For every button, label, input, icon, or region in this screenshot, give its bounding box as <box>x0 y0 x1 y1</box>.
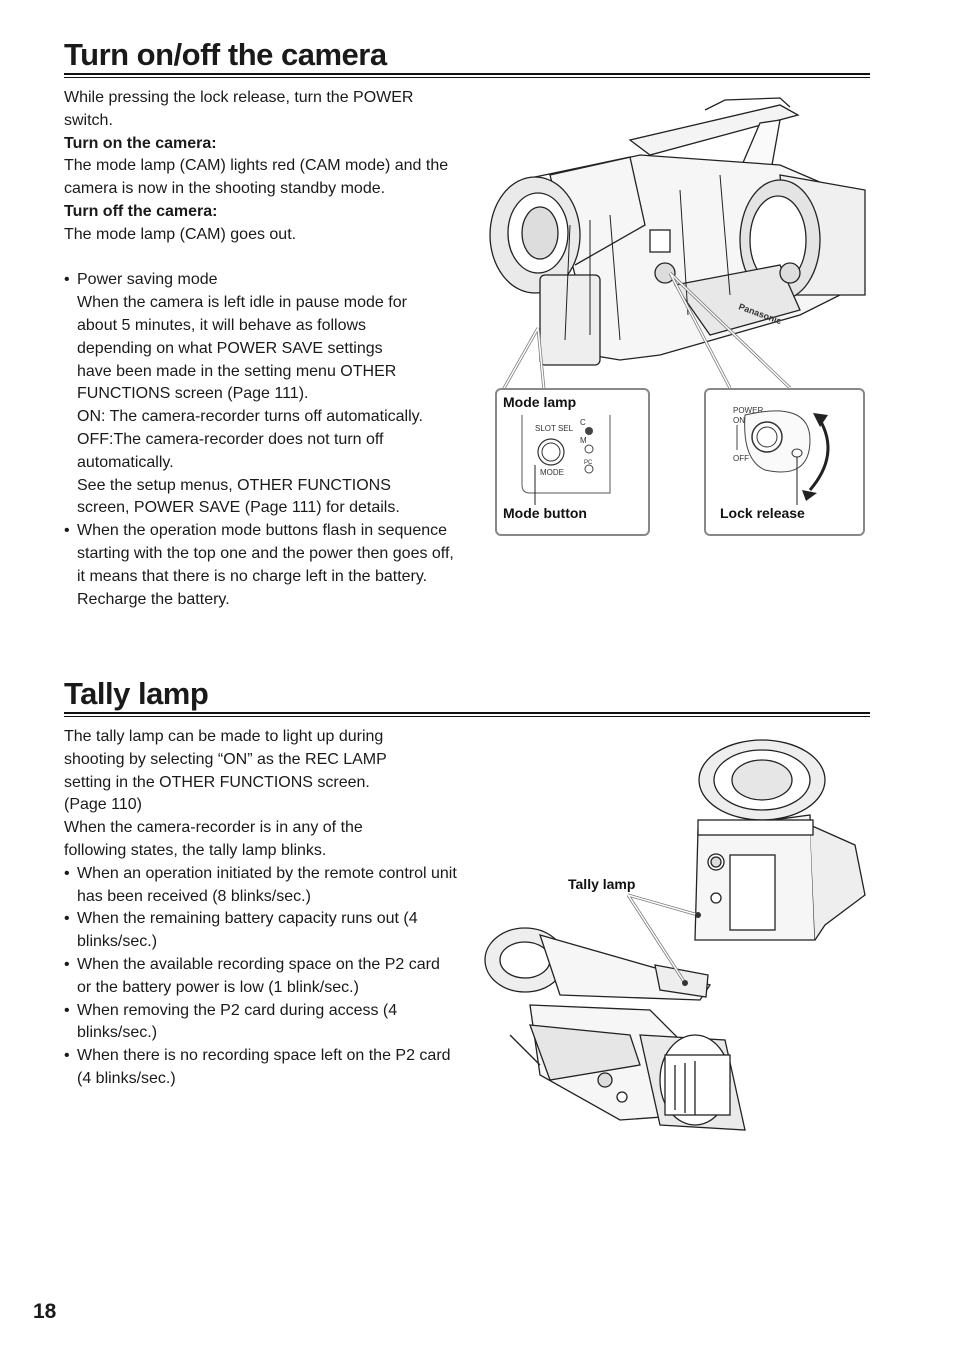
turn-off-heading: Turn off the camera: <box>64 202 218 220</box>
turn-on-heading: Turn on the camera: <box>64 134 217 152</box>
rotate-arrow-icon <box>808 419 830 491</box>
power-saving-title: Power saving mode <box>64 269 459 292</box>
tally-lamp-rear-icon <box>695 912 701 918</box>
camera-power-figure: Panasonic Mode lamp SLOT SEL C M PC MODE… <box>489 97 866 536</box>
power-saving-see: See the setup menus, OTHER FUNCTIONS scr… <box>77 476 400 517</box>
pc-lamp-icon <box>584 464 594 474</box>
tally-title-rule-thin <box>64 716 870 717</box>
tally-bullet-4: When removing the P2 card during access … <box>64 1000 452 1046</box>
turn-off-text: The mode lamp (CAM) goes out. <box>64 225 297 243</box>
title-rule-thin <box>64 77 870 78</box>
section-title-tally: Tally lamp <box>64 676 209 711</box>
mcr-lamp-icon <box>584 444 594 454</box>
tally-bullet-5: When there is no recording space left on… <box>64 1045 462 1091</box>
slot-sel-text: SLOT SEL <box>535 424 574 433</box>
off-text: OFF <box>733 454 749 463</box>
tally-lamp-label: Tally lamp <box>568 876 635 892</box>
on-text: ON <box>733 416 745 425</box>
power-saving-off: OFF:The camera-recorder does not turn of… <box>77 430 384 471</box>
tally-bullet-3: When the available recording space on th… <box>64 954 452 1000</box>
cam-text: C <box>580 418 586 427</box>
tally-states: When the camera-recorder is in any of th… <box>64 819 363 859</box>
section-title-power: Turn on/off the camera <box>64 37 387 72</box>
lock-release-label: Lock release <box>720 505 805 521</box>
mode-text: MODE <box>540 468 564 477</box>
power-text-column: While pressing the lock release, turn th… <box>64 87 459 611</box>
power-saving-text: When the camera is left idle in pause mo… <box>77 294 407 403</box>
power-saving-on: ON: The camera-recorder turns off automa… <box>77 408 423 426</box>
battery-bullet: When the operation mode buttons flash in… <box>64 520 459 611</box>
mode-button-label: Mode button <box>503 505 587 521</box>
mode-lamp-label: Mode lamp <box>503 394 576 410</box>
power-intro: While pressing the lock release, turn th… <box>64 89 414 129</box>
tally-intro: The tally lamp can be made to light up d… <box>64 728 387 814</box>
tally-title-rule <box>64 712 870 714</box>
page-number: 18 <box>33 1300 57 1323</box>
title-rule <box>64 73 870 75</box>
tally-lamp-front-icon <box>682 980 688 986</box>
tally-text-column: The tally lamp can be made to light up d… <box>64 726 459 1091</box>
power-text: POWER <box>733 406 763 415</box>
tally-bullet-2: When the remaining battery capacity runs… <box>64 908 462 954</box>
mcr-text: M <box>580 436 587 445</box>
tally-bullet-1: When an operation initiated by the remot… <box>64 863 459 909</box>
turn-on-text: The mode lamp (CAM) lights red (CAM mode… <box>64 157 449 198</box>
pc-text: PC <box>584 460 593 466</box>
tally-lamp-figure: Tally lamp <box>484 739 866 1131</box>
mode-lamp-icon <box>585 427 593 435</box>
